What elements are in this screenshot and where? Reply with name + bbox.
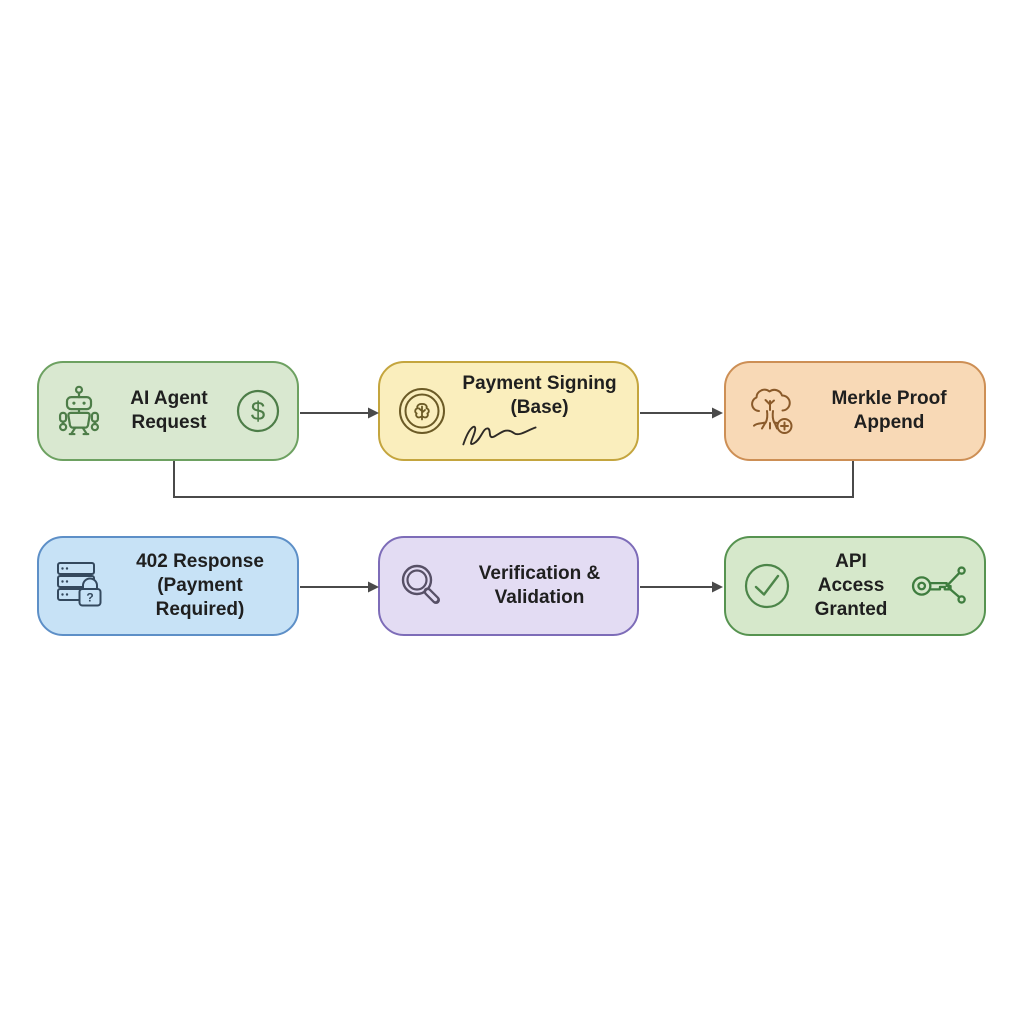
flow-arrow-2-to-3 bbox=[640, 405, 724, 421]
node-label-line2: Append bbox=[853, 412, 925, 433]
tree-roots-plus-icon bbox=[742, 382, 800, 440]
node-label-line1: AI Agent bbox=[130, 388, 208, 409]
leaf-coin-icon bbox=[396, 385, 448, 437]
key-network-icon bbox=[910, 561, 968, 611]
node-label: AI Agent Request bbox=[113, 387, 225, 435]
node-label: 402 Response (Payment Required) bbox=[119, 550, 281, 622]
node-label: Payment Signing (Base) bbox=[458, 372, 621, 450]
flow-node-ai-agent-request: AI Agent Request $ bbox=[37, 361, 299, 461]
node-label: API Access Granted bbox=[802, 550, 900, 622]
flow-node-api-access-granted: API Access Granted bbox=[724, 536, 986, 636]
node-label-line1: Merkle Proof bbox=[831, 388, 947, 409]
node-label: Verification & Validation bbox=[458, 562, 621, 610]
flow-node-payment-signing-base: Payment Signing (Base) bbox=[378, 361, 639, 461]
node-label-line2: (Base) bbox=[510, 397, 569, 418]
svg-text:?: ? bbox=[86, 591, 93, 605]
node-label-line2: (Payment Required) bbox=[155, 575, 245, 620]
flow-arrow-5-to-6 bbox=[640, 579, 724, 595]
signature-scribble-icon bbox=[458, 420, 621, 450]
connector-node1-to-node3-bottom bbox=[173, 461, 854, 498]
flow-node-402-response: ? 402 Response (Payment Required) bbox=[37, 536, 299, 636]
node-label-line1: API Access bbox=[817, 551, 885, 596]
svg-text:$: $ bbox=[251, 396, 266, 426]
flow-node-verification-validation: Verification & Validation bbox=[378, 536, 639, 636]
check-circle-icon bbox=[742, 561, 792, 611]
server-lock-icon: ? bbox=[55, 559, 109, 613]
dollar-coin-icon: $ bbox=[235, 388, 281, 434]
node-label: Merkle Proof Append bbox=[810, 387, 968, 435]
node-label-line2: Granted bbox=[814, 599, 888, 620]
flow-node-merkle-proof-append: Merkle Proof Append bbox=[724, 361, 986, 461]
node-label-line1: 402 Response bbox=[136, 551, 264, 572]
flow-arrow-1-to-2 bbox=[300, 405, 380, 421]
robot-icon bbox=[55, 384, 103, 438]
magnifier-icon bbox=[396, 560, 448, 612]
node-label-line1: Payment Signing bbox=[462, 373, 617, 394]
flow-arrow-4-to-5 bbox=[300, 579, 380, 595]
node-label-line2: Request bbox=[131, 412, 207, 433]
node-label-line2: Validation bbox=[494, 587, 585, 608]
node-label-line1: Verification & bbox=[478, 563, 601, 584]
